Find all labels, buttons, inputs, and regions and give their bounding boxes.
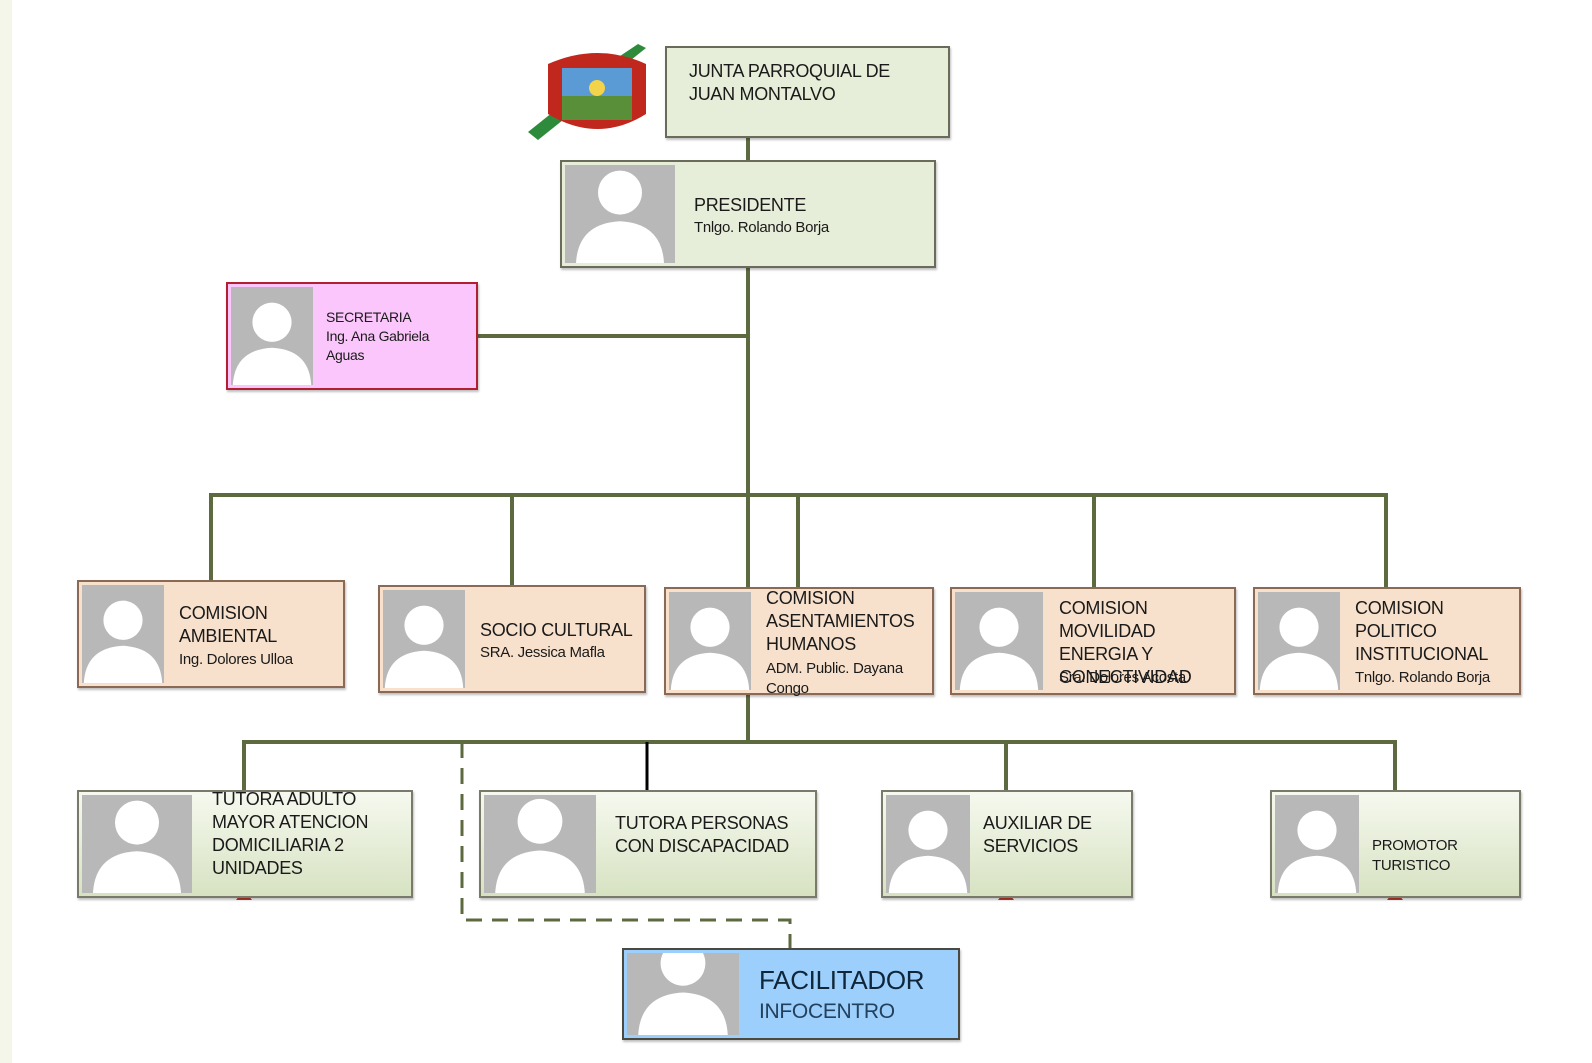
- commission-node[interactable]: COMISION MOVILIDAD ENERGIA Y CONECTIVIDA…: [950, 587, 1236, 695]
- secretary-name: Ing. Ana Gabriela Aguas: [326, 328, 430, 363]
- person-placeholder-icon: [565, 165, 675, 263]
- facilitator-role: FACILITADOR: [759, 965, 925, 995]
- commission-name: Ing. Dolores Ulloa: [179, 651, 293, 668]
- staff-role: PROMOTOR TURISTICO: [1372, 837, 1458, 874]
- person-placeholder-icon: [669, 592, 751, 690]
- secretary-node[interactable]: SECRETARIA Ing. Ana Gabriela Aguas: [226, 282, 478, 390]
- commission-name: SRA. Jessica Mafla: [480, 644, 605, 661]
- commission-role: COMISION POLITICO INSTITUCIONAL: [1355, 598, 1489, 664]
- facilitator-name: INFOCENTRO: [759, 1000, 895, 1023]
- commission-role: COMISION MOVILIDAD ENERGIA Y CONECTIVIDA…: [1059, 598, 1192, 687]
- commission-role: COMISION ASENTAMIENTOS HUMANOS: [766, 588, 915, 654]
- connector-facilitator-dashed: [460, 742, 792, 950]
- staff-node[interactable]: PROMOTOR TURISTICO: [1270, 790, 1521, 898]
- commission-name: Tnlgo. Rolando Borja: [1355, 669, 1490, 686]
- president-name: Tnlgo. Rolando Borja: [694, 219, 829, 236]
- person-placeholder-icon: [383, 590, 465, 688]
- person-placeholder-icon: [955, 592, 1043, 690]
- facilitator-node[interactable]: FACILITADOR INFOCENTRO: [622, 948, 960, 1040]
- person-placeholder-icon: [82, 585, 164, 683]
- staff-node[interactable]: TUTORA PERSONAS CON DISCAPACIDAD: [479, 790, 817, 898]
- root-title: JUNTA PARROQUIAL DE JUAN MONTALVO: [689, 61, 891, 104]
- staff-node[interactable]: TUTORA ADULTO MAYOR ATENCION DOMICILIARI…: [77, 789, 413, 898]
- commission-role: COMISION AMBIENTAL: [179, 603, 277, 646]
- staff-role: TUTORA PERSONAS CON DISCAPACIDAD: [615, 813, 789, 856]
- commission-name: Sra. Dolores Acosta: [1059, 669, 1186, 686]
- commission-node[interactable]: COMISION ASENTAMIENTOS HUMANOS ADM. Publ…: [664, 587, 934, 697]
- person-placeholder-icon: [1275, 795, 1359, 893]
- root-node[interactable]: JUNTA PARROQUIAL DE JUAN MONTALVO: [665, 46, 950, 138]
- staff-role: TUTORA ADULTO MAYOR ATENCION DOMICILIARI…: [212, 789, 369, 878]
- parish-seal-icon: [528, 44, 668, 140]
- person-placeholder-icon: [886, 795, 970, 893]
- commission-node[interactable]: COMISION AMBIENTAL Ing. Dolores Ulloa: [77, 580, 345, 688]
- connector-staff-bus: [242, 740, 1397, 800]
- person-placeholder-icon: [82, 795, 192, 893]
- person-placeholder-icon: [1258, 592, 1340, 690]
- staff-node[interactable]: AUXILIAR DE SERVICIOS: [881, 790, 1133, 898]
- person-placeholder-icon: [484, 795, 596, 893]
- secretary-role: SECRETARIA: [326, 309, 412, 325]
- commission-node[interactable]: SOCIO CULTURAL SRA. Jessica Mafla: [378, 585, 646, 693]
- commission-name: ADM. Public. Dayana Congo: [766, 660, 903, 697]
- president-role: PRESIDENTE: [694, 195, 807, 215]
- commission-node[interactable]: COMISION POLITICO INSTITUCIONAL Tnlgo. R…: [1253, 587, 1521, 695]
- person-placeholder-icon: [627, 953, 739, 1035]
- president-node[interactable]: PRESIDENTE Tnlgo. Rolando Borja: [560, 160, 936, 268]
- commission-role: SOCIO CULTURAL: [480, 620, 633, 640]
- staff-role: AUXILIAR DE SERVICIOS: [983, 813, 1092, 856]
- person-placeholder-icon: [231, 287, 313, 385]
